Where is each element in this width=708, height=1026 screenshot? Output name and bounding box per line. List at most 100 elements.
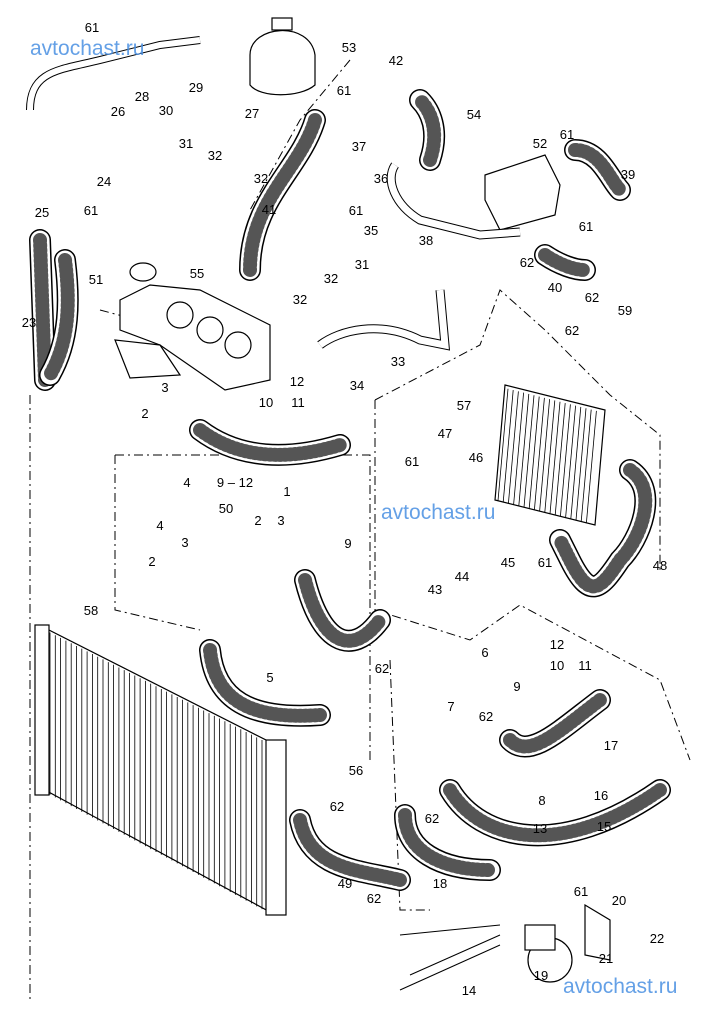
- hose-5: [538, 248, 592, 277]
- callout-part-4: 4: [183, 475, 190, 490]
- callout-part-10: 10: [550, 658, 564, 673]
- callout-part-61: 61: [560, 127, 574, 142]
- aux-water-pump: [524, 903, 611, 983]
- hose-7: [298, 573, 387, 648]
- callout-part-6: 6: [481, 645, 488, 660]
- callout-part-40: 40: [548, 280, 562, 295]
- callout-part-32: 32: [208, 148, 222, 163]
- callout-part-43: 43: [428, 582, 442, 597]
- hose-13: [553, 463, 653, 594]
- callout-part-39: 39: [621, 167, 635, 182]
- callout-part-1: 1: [283, 484, 290, 499]
- metal-pipes: [26, 36, 521, 991]
- callout-part-49: 49: [338, 876, 352, 891]
- callout-part-62: 62: [330, 799, 344, 814]
- aux-radiator: [494, 384, 606, 526]
- hose-8: [203, 643, 327, 723]
- callout-part-27: 27: [245, 106, 259, 121]
- exhaust-manifold: [114, 262, 271, 391]
- hose-0: [33, 233, 52, 387]
- expansion-tank: [249, 17, 316, 96]
- callout-part-2: 2: [141, 406, 148, 421]
- callout-part-62: 62: [375, 661, 389, 676]
- callout-part-2: 2: [148, 554, 155, 569]
- callout-part-29: 29: [189, 80, 203, 95]
- group-outlines: [29, 59, 691, 1000]
- callout-part-8: 8: [538, 793, 545, 808]
- watermark-middle: avtochast.ru: [381, 501, 496, 524]
- callout-part-54: 54: [467, 107, 481, 122]
- callout-part-56: 56: [349, 763, 363, 778]
- callout-part-18: 18: [433, 876, 447, 891]
- callout-part-16: 16: [594, 788, 608, 803]
- callout-part-24: 24: [97, 174, 111, 189]
- callout-part-53: 53: [342, 40, 356, 55]
- watermark-bottom: avtochast.ru: [563, 975, 678, 998]
- callout-part-25: 25: [35, 205, 49, 220]
- callout-part-15: 15: [597, 819, 611, 834]
- callout-part-61: 61: [574, 884, 588, 899]
- hose-2: [243, 113, 322, 277]
- callout-part-13: 13: [533, 821, 547, 836]
- callout-part-50: 50: [219, 501, 233, 516]
- callout-part-30: 30: [159, 103, 173, 118]
- callout-part-38: 38: [419, 233, 433, 248]
- callout-part-37: 37: [352, 139, 366, 154]
- coolant-hoses: [29, 89, 671, 891]
- callout-part-61: 61: [84, 203, 98, 218]
- callout-part-57: 57: [457, 398, 471, 413]
- callout-part-61: 61: [85, 20, 99, 35]
- callout-part-26: 26: [111, 104, 125, 119]
- callout-part-41: 41: [262, 202, 276, 217]
- callout-part-3: 3: [181, 535, 188, 550]
- callout-part-46: 46: [469, 450, 483, 465]
- callout-part-31: 31: [179, 136, 193, 151]
- oil-cooler: [484, 154, 561, 231]
- radiator: [34, 624, 287, 916]
- callout-part-4: 4: [156, 518, 163, 533]
- callout-part-28: 28: [135, 89, 149, 104]
- callout-part-12: 12: [290, 374, 304, 389]
- callout-part-62: 62: [565, 323, 579, 338]
- callout-part-912: 9 – 12: [217, 475, 253, 490]
- callout-part-22: 22: [650, 931, 664, 946]
- callout-part-14: 14: [462, 983, 476, 998]
- callout-part-31: 31: [355, 257, 369, 272]
- callout-part-9: 9: [513, 679, 520, 694]
- callout-part-32: 32: [293, 292, 307, 307]
- callout-part-42: 42: [389, 53, 403, 68]
- callout-part-33: 33: [391, 354, 405, 369]
- callout-part-11: 11: [578, 658, 592, 673]
- callout-part-59: 59: [618, 303, 632, 318]
- callout-part-61: 61: [349, 203, 363, 218]
- callout-part-19: 19: [534, 968, 548, 983]
- callout-part-45: 45: [501, 555, 515, 570]
- callout-part-34: 34: [350, 378, 364, 393]
- callout-part-17: 17: [604, 738, 618, 753]
- hose-11: [443, 783, 667, 843]
- callout-part-23: 23: [22, 315, 36, 330]
- callout-part-44: 44: [455, 569, 469, 584]
- callout-part-10: 10: [259, 395, 273, 410]
- callout-part-62: 62: [367, 891, 381, 906]
- callout-part-2: 2: [254, 513, 261, 528]
- hose-4: [568, 143, 627, 197]
- callout-part-32: 32: [254, 171, 268, 186]
- watermark-top: avtochast.ru: [30, 37, 145, 60]
- callout-part-9: 9: [344, 536, 351, 551]
- callout-part-62: 62: [479, 709, 493, 724]
- callout-part-52: 52: [533, 136, 547, 151]
- callout-part-47: 47: [438, 426, 452, 441]
- callout-part-62: 62: [425, 811, 439, 826]
- callout-part-61: 61: [538, 555, 552, 570]
- callout-part-58: 58: [84, 603, 98, 618]
- callout-part-61: 61: [579, 219, 593, 234]
- callout-part-51: 51: [89, 272, 103, 287]
- callout-part-35: 35: [364, 223, 378, 238]
- hose-6: [193, 423, 347, 462]
- callout-part-3: 3: [277, 513, 284, 528]
- callout-part-12: 12: [550, 637, 564, 652]
